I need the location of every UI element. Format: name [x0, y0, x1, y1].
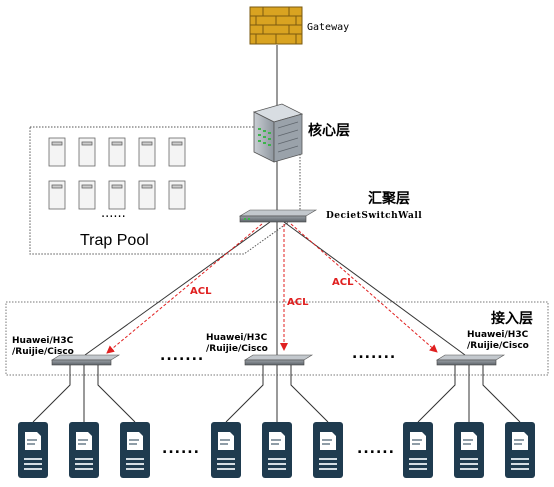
- trap-pool-label: Trap Pool: [80, 232, 149, 249]
- endpoint-server-icon: [313, 422, 343, 478]
- endpoint-links: [32, 365, 521, 423]
- endpoint-server-icon: [262, 422, 292, 478]
- server-ellipsis-2: ......: [357, 441, 395, 457]
- acl-arrow-3: [290, 223, 438, 353]
- acl-label-2: ACL: [287, 297, 309, 308]
- switch-ellipsis-1: .......: [160, 348, 205, 364]
- endpoint-server-icon: [120, 422, 150, 478]
- access-switch-2-vendor: Huawei/H3C /Ruijie/Cisco: [206, 333, 268, 354]
- agg-access-link-1: [84, 221, 271, 356]
- endpoint-servers: [18, 422, 535, 478]
- endpoint-server-icon: [211, 422, 241, 478]
- aggregation-layer-label: 汇聚层: [368, 191, 410, 207]
- endpoint-server-icon: [454, 422, 484, 478]
- access-layer-label: 接入层: [491, 311, 533, 327]
- acl-label-1: ACL: [190, 286, 212, 297]
- trap-pool-ellipsis: ......: [101, 206, 126, 221]
- access-switch-2-icon: [243, 354, 314, 366]
- access-switch-3-vendor: Huawei/H3C /Ruijie/Cisco: [467, 330, 529, 351]
- core-layer-label: 核心层: [308, 123, 350, 139]
- access-switch-1-icon: [50, 354, 121, 366]
- core-router-icon: [252, 103, 304, 163]
- aggregation-switch-icon: [238, 209, 318, 223]
- endpoint-server-icon: [505, 422, 535, 478]
- aggregation-device-label: DecietSwitchWall: [326, 211, 423, 221]
- trap-pool-servers: [48, 137, 186, 210]
- endpoint-server-icon: [18, 422, 48, 478]
- switch-ellipsis-2: .......: [352, 346, 397, 362]
- endpoint-server-icon: [69, 422, 99, 478]
- endpoint-server-icon: [403, 422, 433, 478]
- access-switch-1-vendor: Huawei/H3C /Ruijie/Cisco: [12, 336, 74, 357]
- server-ellipsis-1: ......: [162, 441, 200, 457]
- gateway-label: Gateway: [307, 22, 350, 33]
- acl-label-3: ACL: [332, 277, 354, 288]
- access-switch-3-icon: [435, 354, 506, 366]
- gateway-firewall-icon: [249, 6, 303, 45]
- acl-arrow-1: [106, 223, 263, 354]
